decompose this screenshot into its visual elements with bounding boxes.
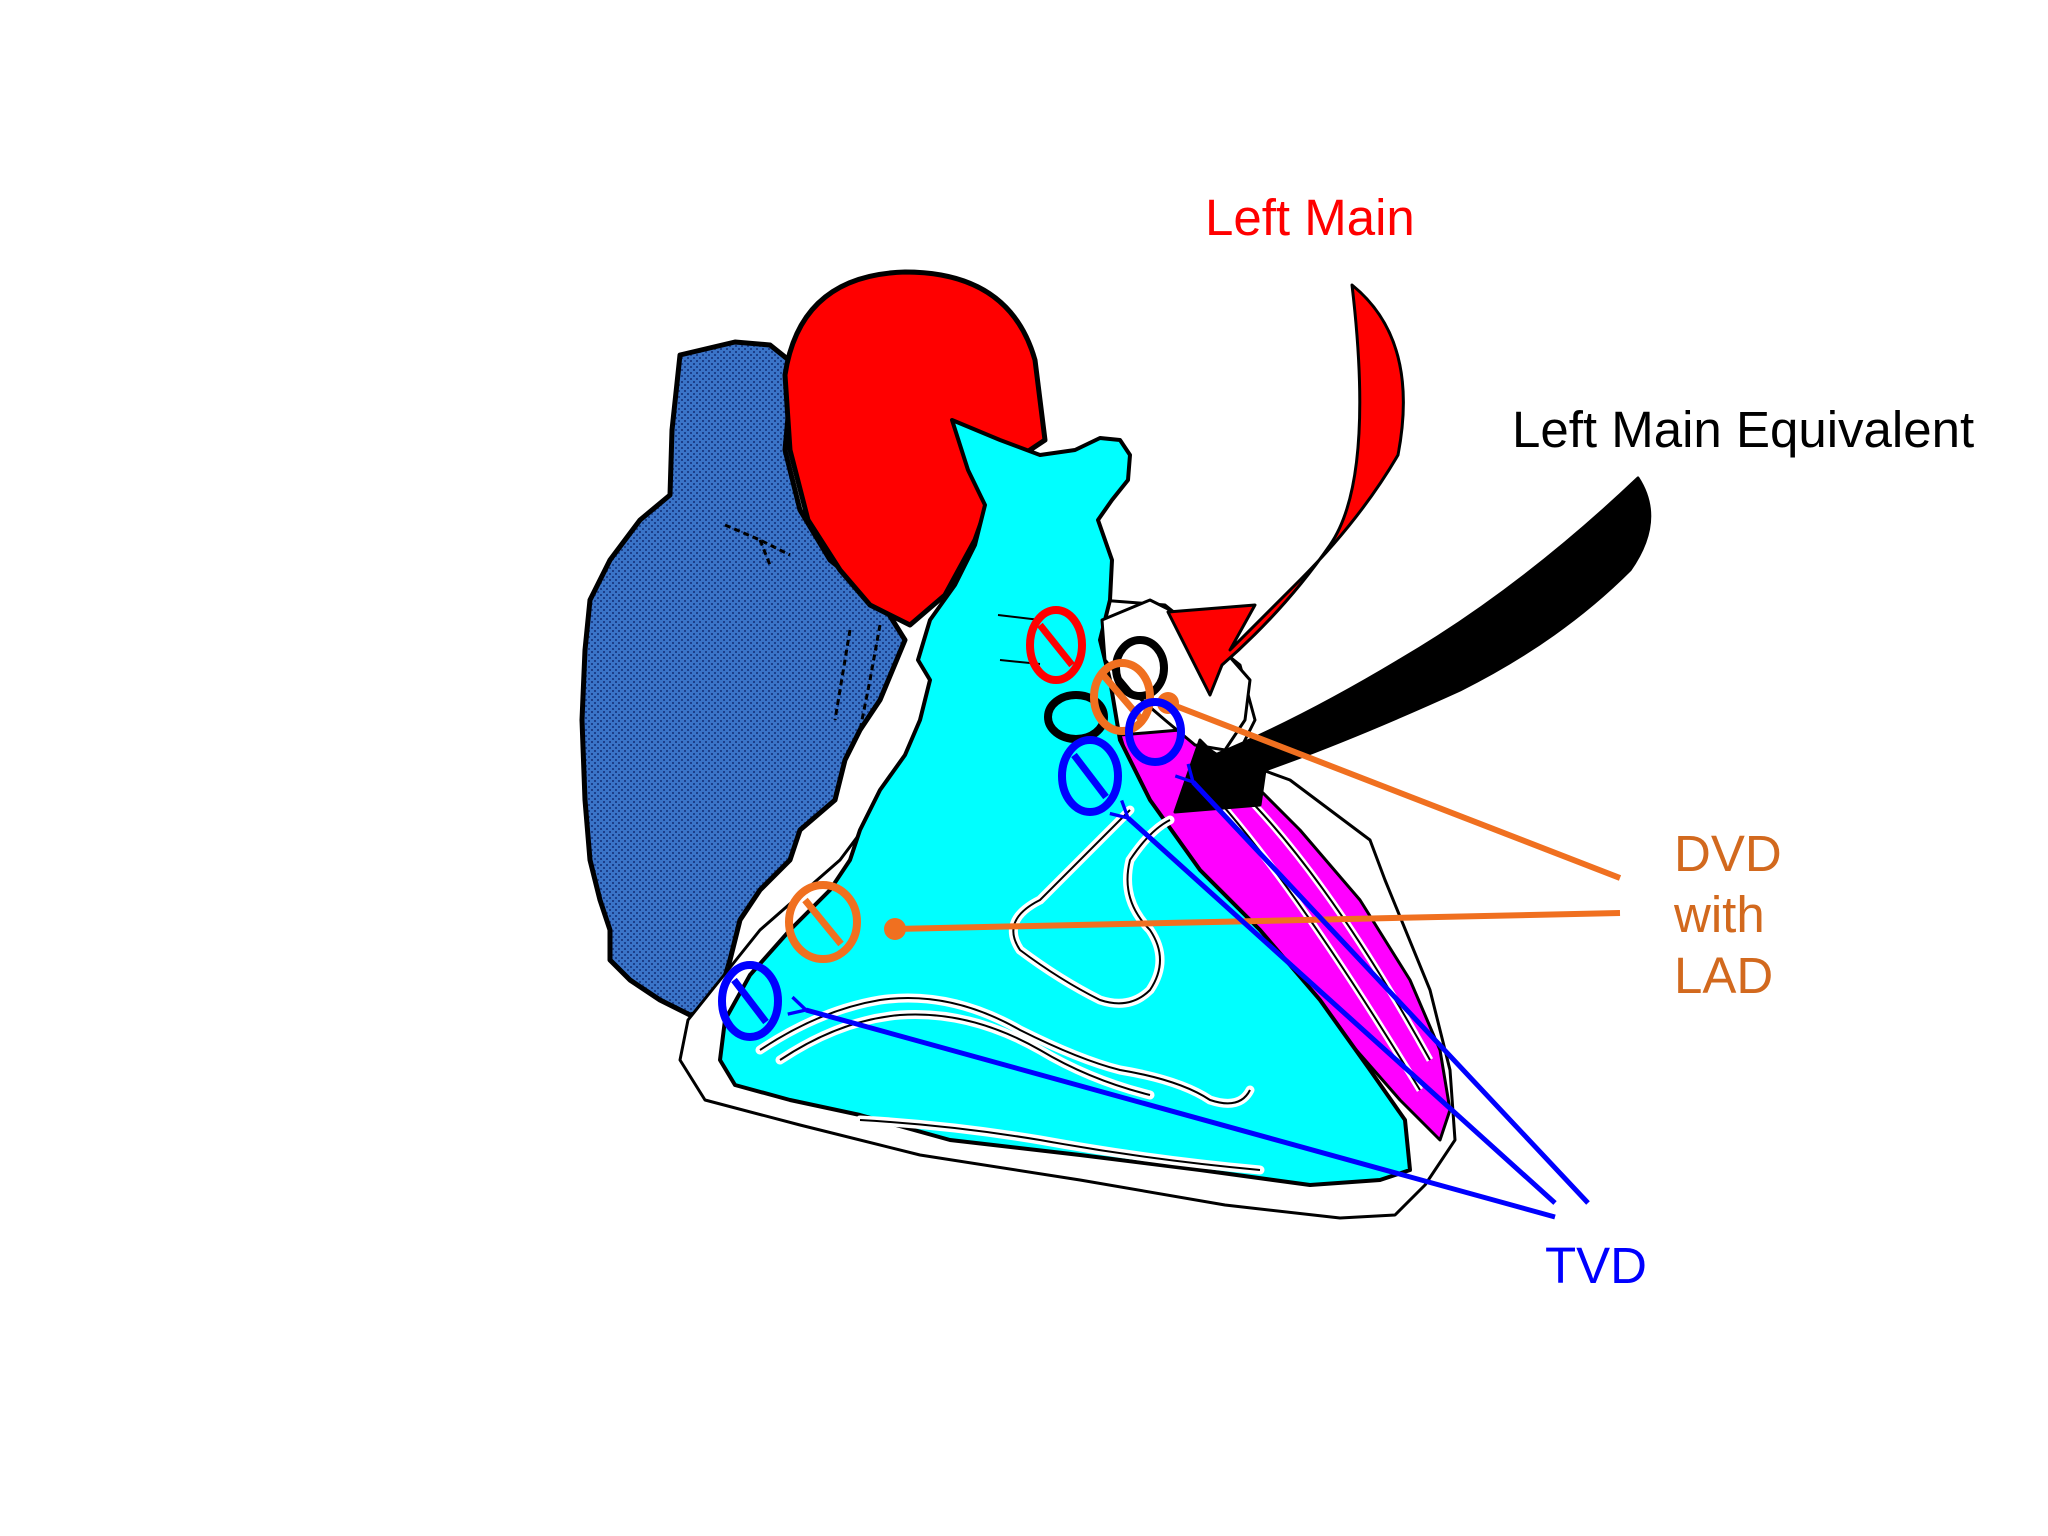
left-main-label: Left Main xyxy=(1205,189,1415,246)
tvd-arrow-3 xyxy=(1193,782,1590,1205)
right-heart-outline-detail xyxy=(724,523,882,731)
left-ventricle-shape xyxy=(718,418,1412,1187)
right-heart-shape xyxy=(579,339,908,1018)
blockage-tvd-middle xyxy=(1058,736,1122,816)
blockage-dvd-lower xyxy=(785,881,861,963)
dvd-label-line-1: DVD xyxy=(1674,825,1782,882)
tvd-arrow-2 xyxy=(1128,818,1557,1205)
blockage-tvd-lower xyxy=(718,961,782,1041)
blockage-left-main xyxy=(1026,606,1086,684)
dvd-leader-dot-lower xyxy=(884,918,906,940)
blockage-lme-upper xyxy=(1112,636,1168,700)
ventricle-vessel-outlines xyxy=(759,809,1261,1171)
blockage-tvd-upper xyxy=(1125,698,1185,766)
left-main-equivalent-arrow xyxy=(1173,476,1652,814)
left-main-equivalent-label: Left Main Equivalent xyxy=(1512,401,1975,458)
tvd-label: TVD xyxy=(1545,1237,1647,1294)
dvd-label-line-2: with xyxy=(1674,886,1765,943)
tvd-arrow-1 xyxy=(806,1010,1556,1220)
left-main-arrow xyxy=(1166,283,1405,697)
dvd-leader-line-upper xyxy=(1166,700,1622,881)
dvd-leader-line-lower xyxy=(894,910,1621,932)
dvd-label-line-3: LAD xyxy=(1674,947,1774,1004)
dvd-with-lad-label: DVD with LAD xyxy=(1674,823,1782,1006)
